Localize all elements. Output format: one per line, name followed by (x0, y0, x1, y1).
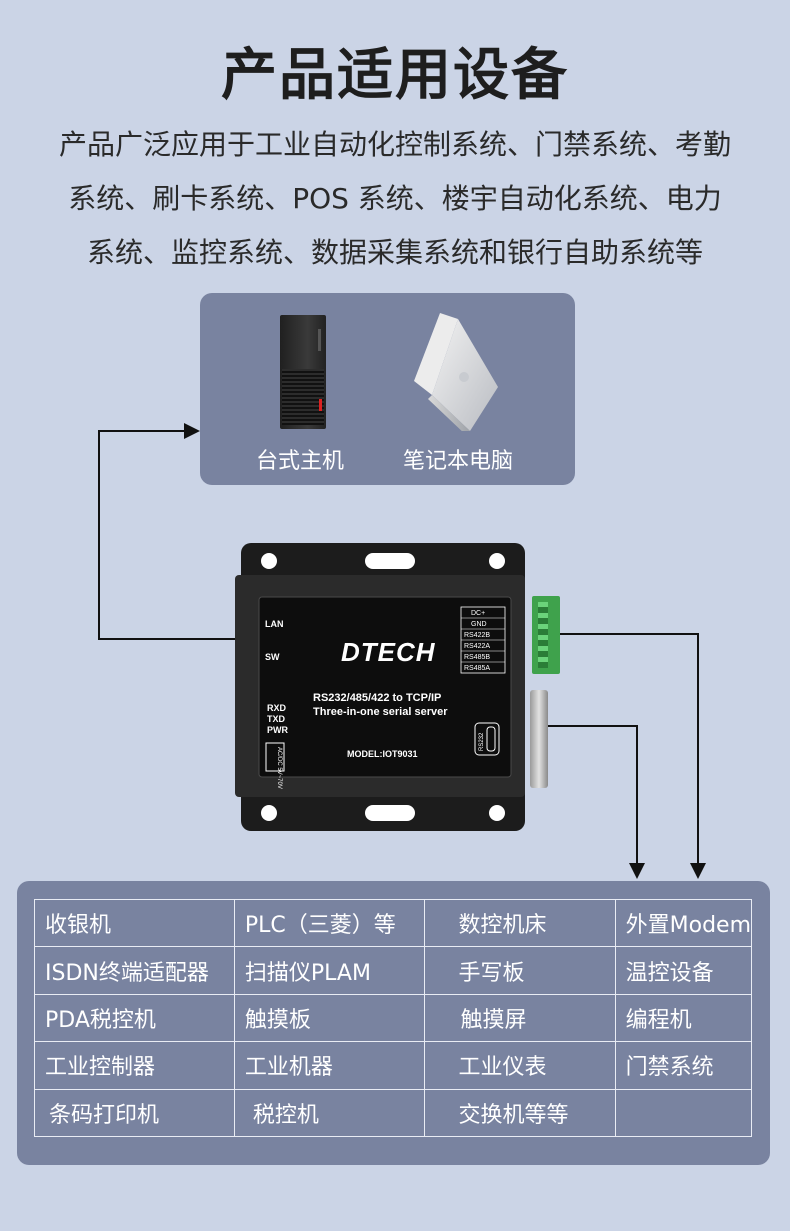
rxd-label: RXD (267, 703, 287, 713)
table-cell: 交换机等等 (423, 1088, 616, 1138)
connector-line (636, 725, 638, 865)
terminal-block (532, 596, 560, 674)
applicable-devices-panel: 收银机 PLC（三菱）等 数控机床 外置Modem ISDN终端适配器 扫描仪P… (17, 881, 770, 1165)
table-cell: 条码打印机 (34, 1088, 235, 1138)
mount-hole (489, 805, 505, 821)
connector-line (98, 430, 188, 432)
mount-hole (261, 553, 277, 569)
table-cell: 触摸屏 (423, 993, 616, 1043)
table-cell: 工业控制器 (34, 1041, 235, 1090)
rs232-label: RS232 (479, 732, 485, 751)
port-label: RS485B (464, 654, 490, 661)
table-cell: 门禁系统 (614, 1041, 753, 1090)
applicable-devices-table: 收银机 PLC（三菱）等 数控机床 外置Modem ISDN终端适配器 扫描仪P… (34, 898, 753, 1138)
table-cell: 外置Modem (614, 898, 753, 948)
table-cell: 税控机 (233, 1088, 425, 1138)
brand-logo: DTECH (341, 637, 436, 667)
connector-line (548, 725, 637, 727)
port-label: RS422A (464, 643, 490, 650)
table-cell: 工业机器 (233, 1041, 425, 1090)
db9-port (530, 690, 548, 788)
mount-hole (261, 805, 277, 821)
power-label: AC/DC 5V~70V (276, 747, 282, 789)
description: 产品广泛应用于工业自动化控制系统、门禁系统、考勤 系统、刷卡系统、POS 系统、… (30, 118, 760, 280)
description-line: 系统、监控系统、数据采集系统和银行自助系统等 (86, 236, 703, 269)
table-row: 条码打印机 税控机 交换机等等 (34, 1088, 753, 1138)
port-label-table: DC+ GND RS422B RS422A RS485B RS485A (460, 606, 506, 674)
desktop-label: 台式主机 (256, 449, 345, 474)
mount-slot (365, 553, 415, 569)
rs232-box (474, 722, 500, 756)
connector-line (98, 638, 238, 640)
table-cell: ISDN终端适配器 (34, 946, 235, 995)
table-cell: 编程机 (614, 993, 753, 1043)
mount-hole (489, 553, 505, 569)
connector-line (560, 633, 698, 635)
laptop-icon (414, 313, 498, 431)
serial-server-device: LAN SW RXD TXD PWR DTECH RS232/485/422 t… (235, 543, 525, 831)
mount-slot (365, 805, 415, 821)
table-row: 工业控制器 工业机器 工业仪表 门禁系统 (34, 1041, 753, 1090)
table-cell: 温控设备 (614, 946, 753, 995)
table-row: 收银机 PLC（三菱）等 数控机床 外置Modem (34, 898, 753, 948)
table-row: PDA税控机 触摸板 触摸屏 编程机 (34, 993, 753, 1043)
description-line: 系统、刷卡系统、POS 系统、楼宇自动化系统、电力 (68, 182, 722, 215)
table-cell: 工业仪表 (423, 1041, 616, 1090)
table-row: ISDN终端适配器 扫描仪PLAM 手写板 温控设备 (34, 946, 753, 995)
connector-line (98, 431, 100, 639)
table-cell: 扫描仪PLAM (233, 946, 425, 995)
txd-label: TXD (267, 714, 286, 724)
connector-line (697, 633, 699, 865)
page-title: 产品适用设备 (221, 43, 569, 108)
table-cell: 触摸板 (233, 993, 425, 1043)
table-cell: PLC（三菱）等 (233, 898, 425, 948)
front-panel (258, 596, 512, 778)
laptop-label: 笔记本电脑 (403, 449, 514, 474)
product-line-1: RS232/485/422 to TCP/IP (313, 692, 441, 704)
arrow-down-icon (690, 863, 706, 879)
product-line-2: Three-in-one serial server (313, 706, 448, 718)
table-cell: 手写板 (423, 946, 616, 995)
model-label: MODEL:IOT9031 (347, 749, 418, 759)
table-cell: 收银机 (34, 898, 235, 948)
desktop-tower-icon (280, 315, 326, 429)
host-devices-panel: 台式主机 笔记本电脑 (200, 293, 575, 485)
port-label: RS485A (464, 665, 490, 672)
table-cell (614, 1088, 753, 1138)
arrow-down-icon (629, 863, 645, 879)
table-cell: 数控机床 (423, 898, 616, 948)
lan-label: LAN (265, 619, 284, 629)
port-label: DC+ (471, 610, 485, 617)
port-label: GND (471, 621, 487, 628)
description-line: 产品广泛应用于工业自动化控制系统、门禁系统、考勤 (58, 128, 731, 161)
table-cell: PDA税控机 (34, 993, 235, 1043)
port-label: RS422B (464, 632, 490, 639)
power-box (265, 742, 285, 772)
pwr-label: PWR (267, 725, 288, 735)
sw-label: SW (265, 652, 280, 662)
arrow-right-icon (184, 423, 200, 439)
